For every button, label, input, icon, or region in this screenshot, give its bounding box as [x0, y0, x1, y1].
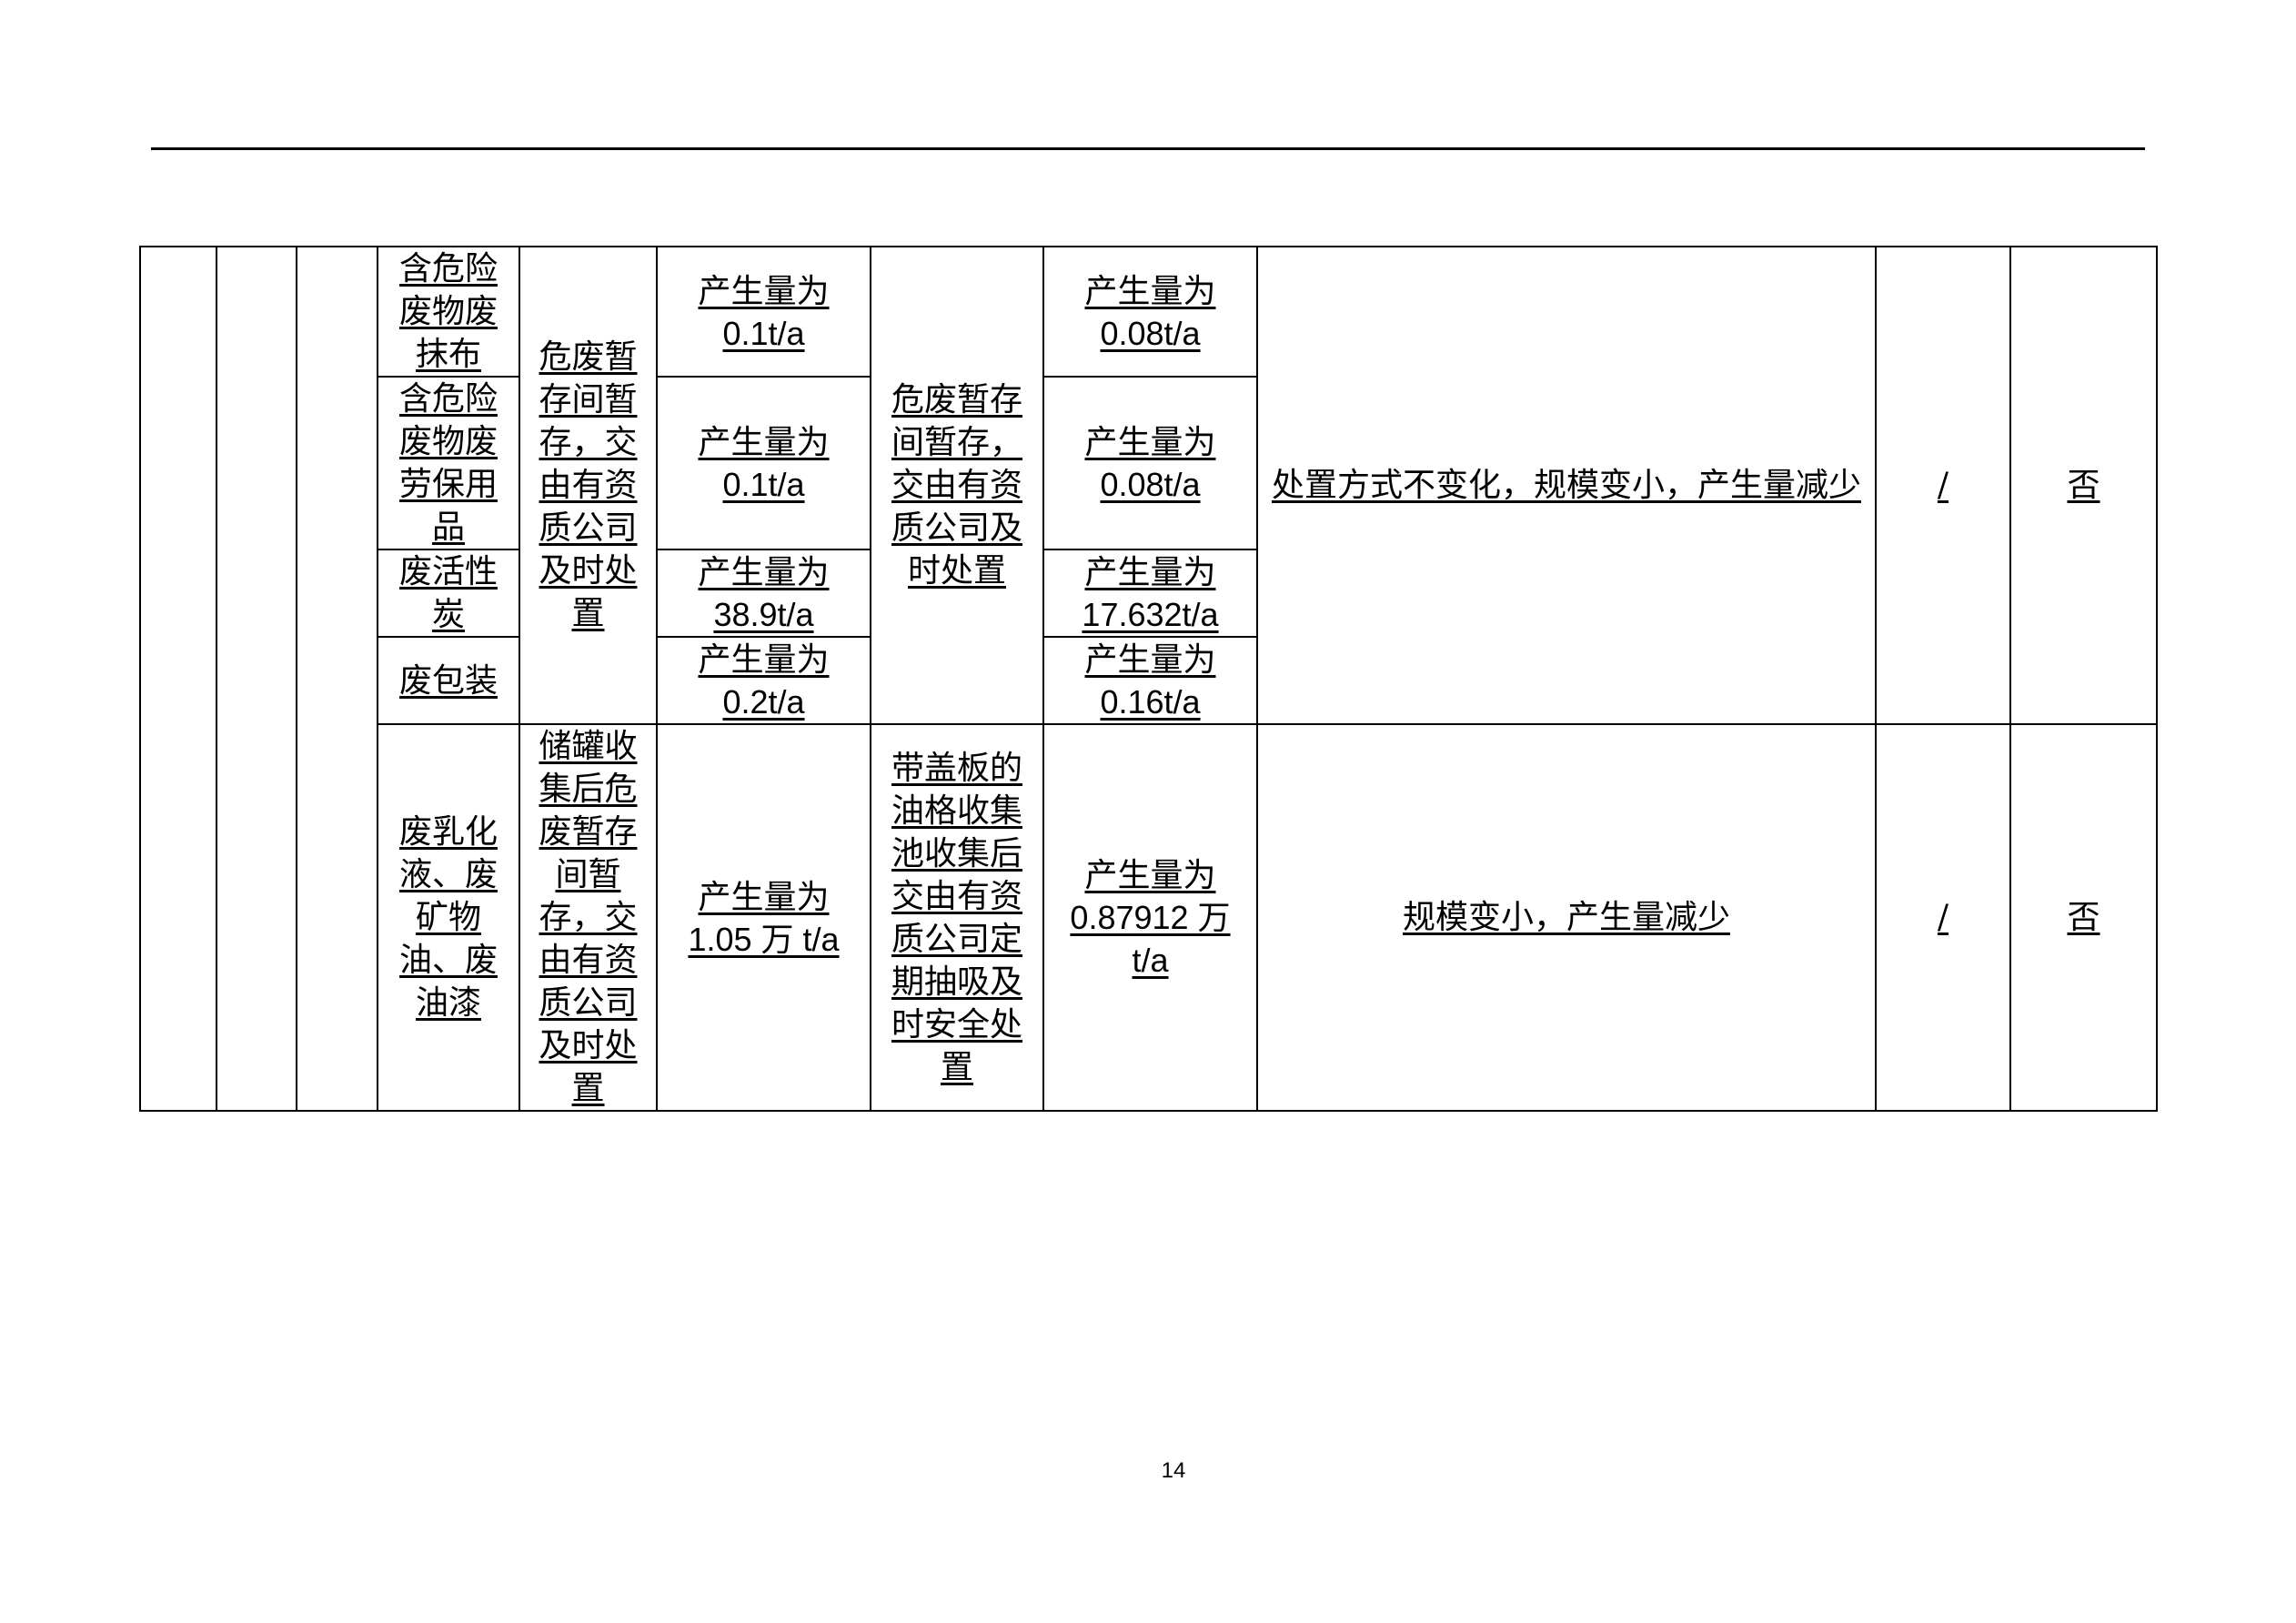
empty-cell — [216, 246, 297, 1112]
change-description: 处置方式不变化，规模变小，产生量减少 — [1256, 246, 1877, 725]
before-amount: 产生量为 0.2t/a — [656, 636, 871, 725]
waste-name: 废包装 — [377, 636, 520, 725]
waste-comparison-table: 含危险 废物废 抹布 危废暂 存间暂 存，交 由有资 质公司 及时处 置 产生量… — [139, 246, 2158, 1112]
before-amount: 产生量为 38.9t/a — [656, 549, 871, 638]
empty-cell — [296, 246, 378, 1112]
waste-name: 含危险 废物废 抹布 — [377, 246, 520, 378]
waste-name: 含危险 废物废 劳保用 品 — [377, 376, 520, 550]
after-amount: 产生量为 0.16t/a — [1042, 636, 1258, 725]
table-row: 含危险 废物废 抹布 危废暂 存间暂 存，交 由有资 质公司 及时处 置 产生量… — [139, 246, 2158, 1112]
before-amount: 产生量为 0.1t/a — [656, 376, 871, 550]
table-row: 含危险 废物废 劳保用 品 产生量为 0.1t/a 产生量为 0.08t/a — [140, 376, 2157, 550]
page-number: 14 — [1161, 1458, 1186, 1483]
col10-value: / — [1875, 723, 2011, 1112]
after-amount: 产生量为 0.08t/a — [1042, 376, 1258, 550]
before-amount: 产生量为 1.05 万 t/a — [656, 723, 871, 1112]
header-rule — [151, 147, 2145, 150]
empty-cell — [139, 246, 217, 1112]
waste-name: 废活性 炭 — [377, 549, 520, 638]
after-amount: 产生量为 0.08t/a — [1042, 246, 1258, 378]
change-description: 规模变小，产生量减少 — [1256, 723, 1877, 1112]
after-disposal: 危废暂存 间暂存， 交由有资 质公司及 时处置 — [870, 246, 1044, 725]
after-amount: 产生量为 0.87912 万 t/a — [1042, 723, 1258, 1112]
before-disposal: 储罐收 集后危 废暂存 间暂 存，交 由有资 质公司 及时处 置 — [519, 723, 658, 1112]
after-amount: 产生量为 17.632t/a — [1042, 549, 1258, 638]
col10-value: / — [1875, 246, 2011, 725]
before-disposal: 危废暂 存间暂 存，交 由有资 质公司 及时处 置 — [519, 246, 658, 725]
table-row: 废活性 炭 产生量为 38.9t/a 产生量为 17.632t/a — [140, 549, 2157, 638]
before-amount: 产生量为 0.1t/a — [656, 246, 871, 378]
col11-value: 否 — [2009, 723, 2158, 1112]
table-row: 废包装 产生量为 0.2t/a 产生量为 0.16t/a — [140, 636, 2157, 725]
col11-value: 否 — [2009, 246, 2158, 725]
table-row: 废乳化 液、废 矿物 油、废 油漆 储罐收 集后危 废暂存 间暂 存，交 由有资… — [140, 723, 2158, 1112]
waste-name: 废乳化 液、废 矿物 油、废 油漆 — [377, 723, 520, 1112]
after-disposal: 带盖板的 油格收集 池收集后 交由有资 质公司定 期抽吸及 时安全处 置 — [870, 723, 1044, 1112]
